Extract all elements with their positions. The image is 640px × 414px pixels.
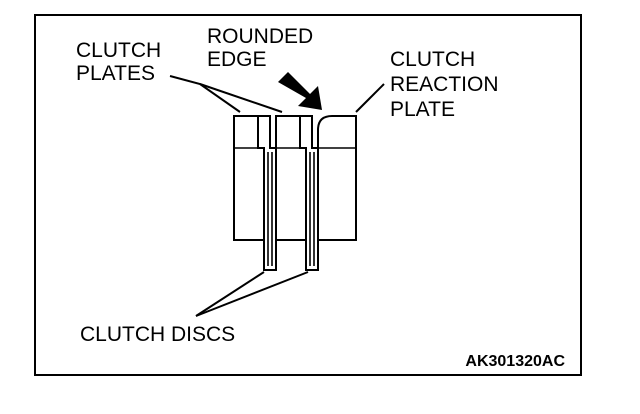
clutch-plates-label-line-1: CLUTCH <box>76 39 161 62</box>
rounded-edge-label-line-2: EDGE <box>207 48 267 71</box>
clutch-discs-leader-line-1 <box>195 271 265 317</box>
reaction-plate-label-line-3: PLATE <box>390 98 455 121</box>
rounded-edge-label-line-1: ROUNDED <box>207 25 313 48</box>
clutch-plates-label-line-2: PLATES <box>76 62 155 85</box>
reaction-plate-leader-line <box>355 83 385 113</box>
figure-code: AK301320AC <box>465 353 565 370</box>
clutch-reaction-plate <box>317 115 357 241</box>
reaction-plate-label-line-1: CLUTCH <box>390 48 475 71</box>
clutch-plates-leader-line-2 <box>199 83 283 113</box>
clutch-discs-label: CLUTCH DISCS <box>80 323 235 346</box>
rounded-edge-arrow-icon <box>278 72 322 110</box>
reaction-plate-label-line-2: REACTION <box>390 73 499 96</box>
clutch-discs-leader-line-2 <box>195 271 309 317</box>
figure-frame <box>34 14 582 376</box>
